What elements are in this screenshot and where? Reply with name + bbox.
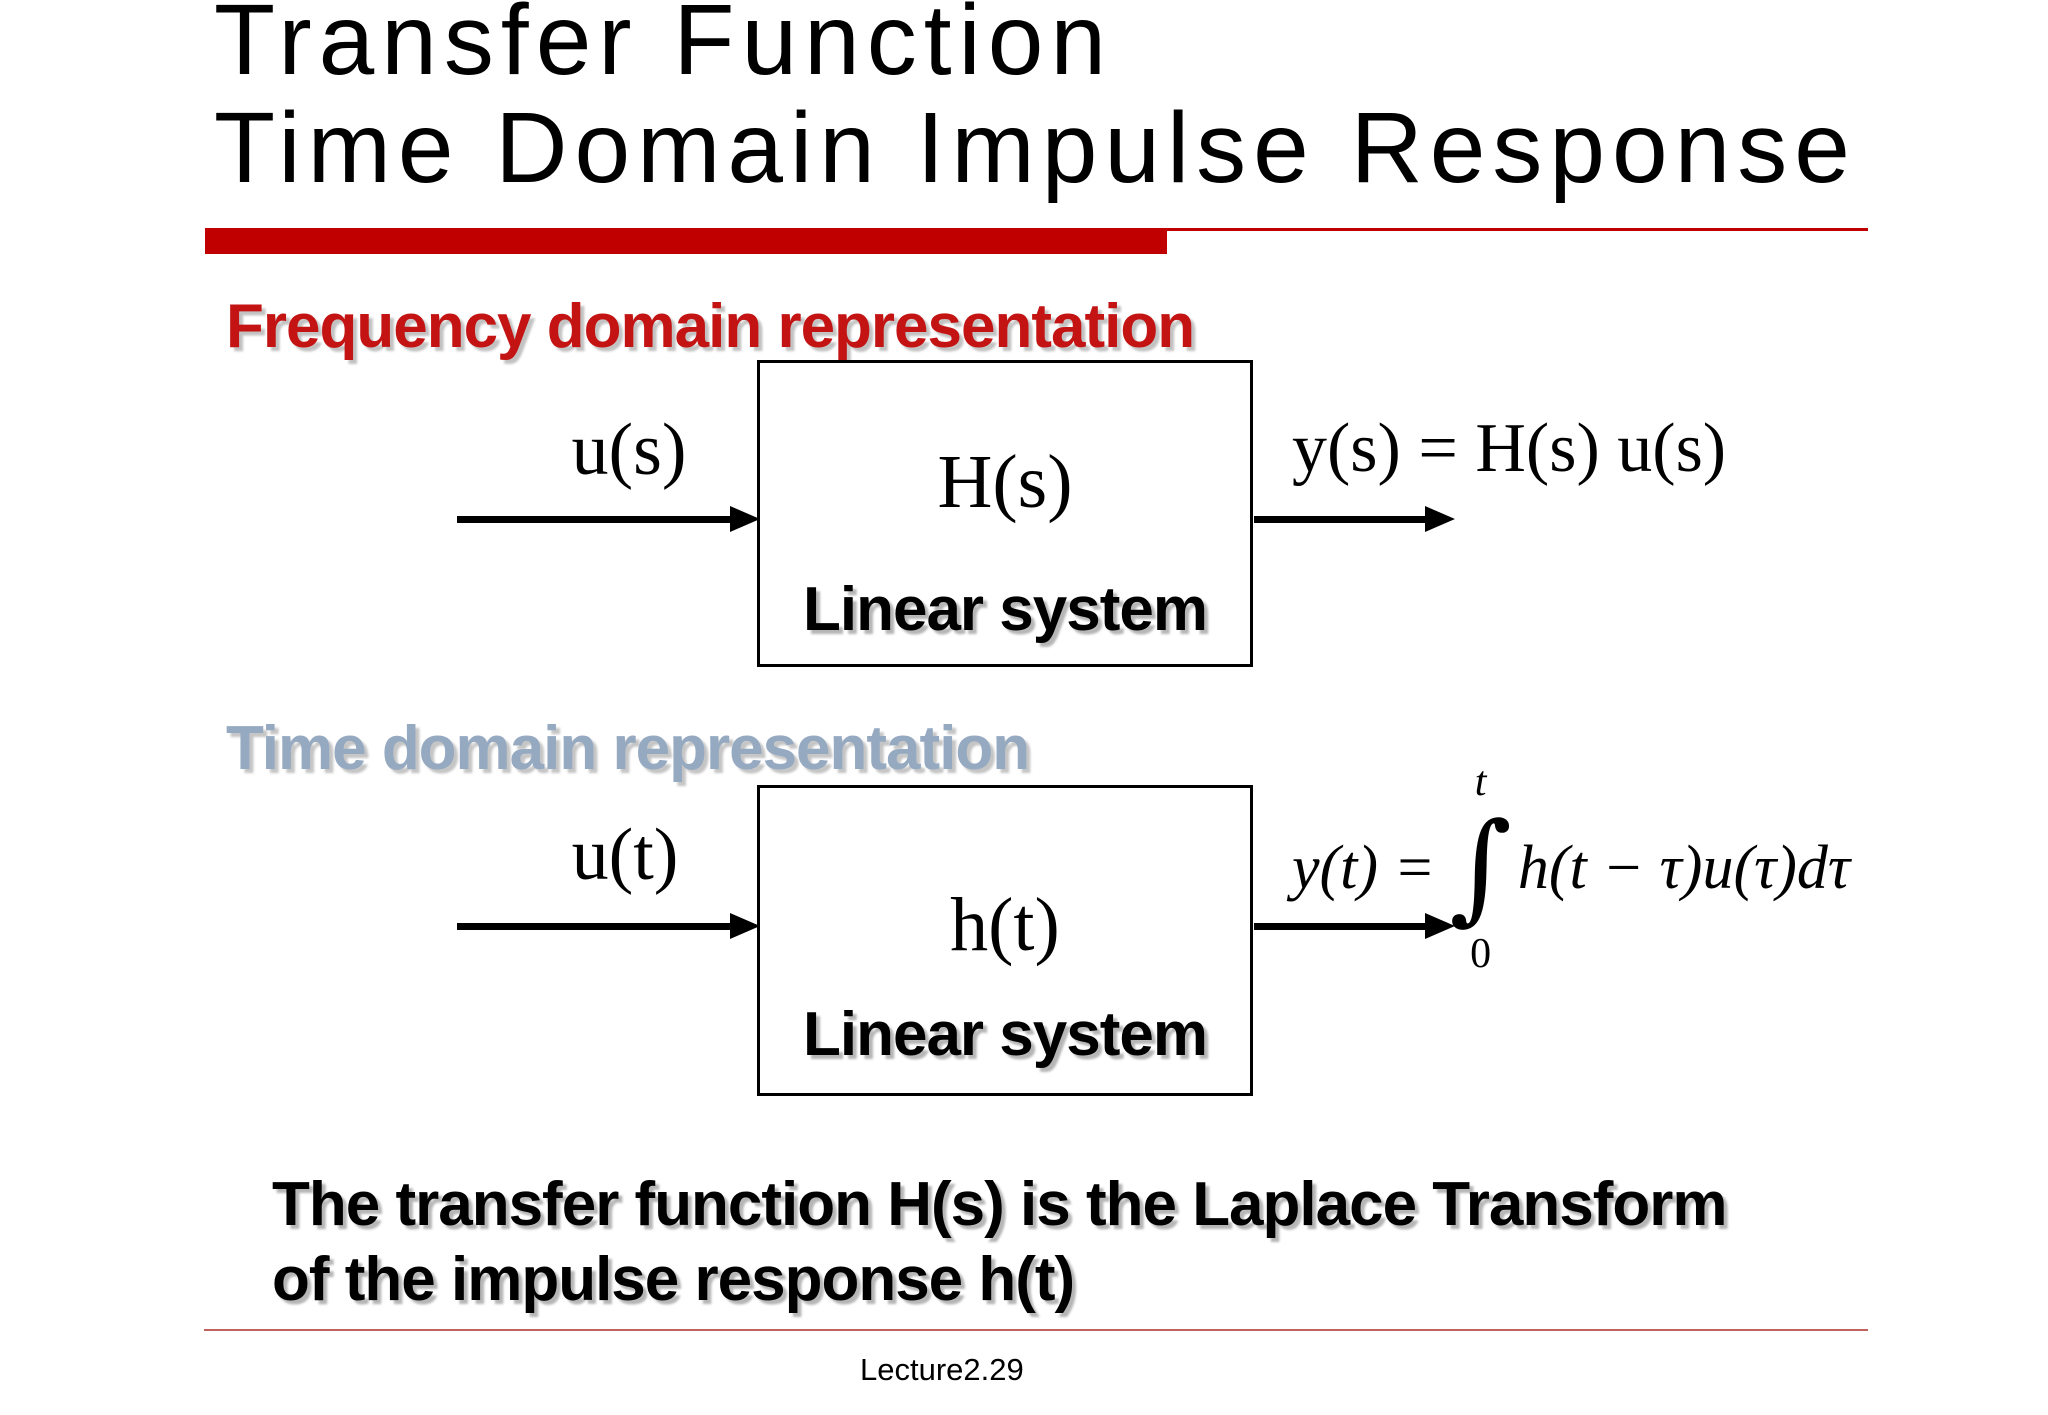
time-output-formula: y(t) = t ∫ 0 h(t − τ)u(τ)dτ — [1292, 760, 1850, 976]
arrow-head-icon — [1425, 913, 1455, 939]
title-underline-bar — [205, 231, 1167, 254]
integral-upper-limit: t — [1474, 759, 1487, 805]
arrow-head-icon — [1425, 506, 1455, 532]
formula-lhs: y(t) = — [1292, 833, 1436, 902]
arrow-line — [1254, 515, 1425, 523]
time-block-label: h(t) — [950, 883, 1060, 967]
arrow-head-icon — [730, 506, 760, 532]
statement-line-2: of the impulse response h(t) — [272, 1245, 1075, 1314]
statement-line-1: The transfer function H(s) is the Laplac… — [272, 1170, 1727, 1239]
time-input-arrow — [457, 913, 760, 939]
frequency-block-label: H(s) — [937, 440, 1073, 524]
frequency-block-sublabel: Linear system — [803, 575, 1208, 644]
slide-title: Transfer Function Time Domain Impulse Re… — [214, 0, 1857, 202]
arrow-head-icon — [730, 913, 760, 939]
formula-integrand: h(t − τ)u(τ)dτ — [1517, 833, 1851, 902]
footer-page-label: Lecture2.29 — [860, 1352, 1024, 1387]
frequency-input-label: u(s) — [571, 409, 687, 491]
integral-lower-limit: 0 — [1470, 931, 1492, 977]
frequency-section-heading: Frequency domain representation — [226, 292, 1195, 361]
time-input-label: u(t) — [571, 814, 679, 896]
footer-divider — [204, 1329, 1868, 1331]
frequency-output-arrow — [1254, 506, 1455, 532]
slide-title-line-2: Time Domain Impulse Response — [214, 92, 1857, 204]
time-output-arrow — [1254, 913, 1455, 939]
frequency-system-block: H(s) Linear system — [757, 360, 1253, 667]
slide-title-line-1: Transfer Function — [214, 0, 1113, 96]
arrow-line — [1254, 922, 1425, 930]
time-system-block: h(t) Linear system — [757, 785, 1253, 1096]
arrow-line — [457, 922, 730, 930]
title-underline-thin — [205, 228, 1868, 231]
frequency-input-arrow — [457, 506, 760, 532]
integral-column: t ∫ 0 — [1449, 760, 1512, 976]
statement: The transfer function H(s) is the Laplac… — [272, 1167, 1727, 1317]
integral-sign: ∫ — [1449, 798, 1512, 937]
arrow-line — [457, 515, 730, 523]
time-section-heading: Time domain representation — [226, 714, 1030, 783]
time-block-sublabel: Linear system — [803, 1000, 1208, 1069]
frequency-output-formula: y(s) = H(s) u(s) — [1292, 410, 1727, 487]
